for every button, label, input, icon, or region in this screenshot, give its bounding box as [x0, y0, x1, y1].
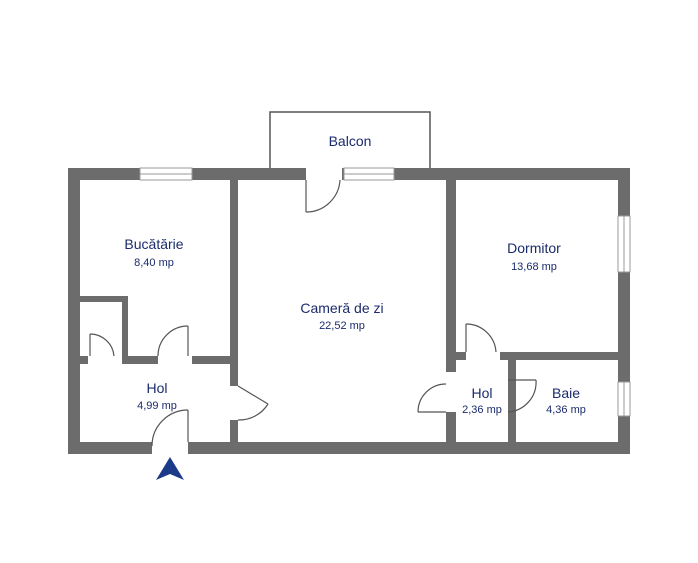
room-label-camera: Cameră de zi — [300, 300, 383, 316]
room-label-bucatarie: Bucătărie — [124, 236, 183, 252]
wall-kitchen-living — [230, 180, 238, 442]
wall-left — [68, 168, 80, 454]
doors — [89, 179, 537, 447]
walls — [68, 168, 630, 454]
door-entrance-arc — [151, 409, 189, 447]
room-area-baie: 4,36 mp — [546, 404, 586, 416]
wall-kitchen-hol — [80, 356, 230, 364]
door-balcony-arc — [305, 179, 341, 213]
door-bath-arc — [507, 379, 537, 413]
room-label-hol1: Hol — [146, 380, 167, 396]
room-area-hol2: 2,36 mp — [462, 404, 502, 416]
windows — [139, 167, 631, 417]
room-area-bucatarie: 8,40 mp — [134, 257, 174, 269]
door-hol2-arc — [417, 383, 447, 413]
wall-closet-top — [80, 296, 128, 302]
room-area-hol1: 4,99 mp — [137, 400, 177, 412]
entrance-arrow-icon — [156, 457, 184, 480]
wall-bottom — [68, 442, 630, 454]
door-living-leaf — [237, 385, 269, 405]
wall-hol2-baie — [508, 354, 516, 442]
room-label-balcon: Balcon — [329, 133, 372, 149]
door-kitchen-arc — [157, 325, 189, 357]
room-area-camera: 22,52 mp — [319, 320, 365, 332]
door-living-arc — [237, 403, 269, 421]
room-label-dormitor: Dormitor — [507, 240, 561, 256]
door-bedroom-arc — [465, 323, 497, 353]
wall-living-bedroom — [446, 180, 456, 442]
room-area-dormitor: 13,68 mp — [511, 261, 557, 273]
wall-bedroom-bottom — [456, 352, 618, 360]
wall-closet-side — [122, 296, 128, 356]
room-label-hol2: Hol — [471, 385, 492, 401]
room-label-baie: Baie — [552, 385, 580, 401]
door-closet-arc — [89, 333, 115, 357]
door-openings — [88, 168, 500, 454]
